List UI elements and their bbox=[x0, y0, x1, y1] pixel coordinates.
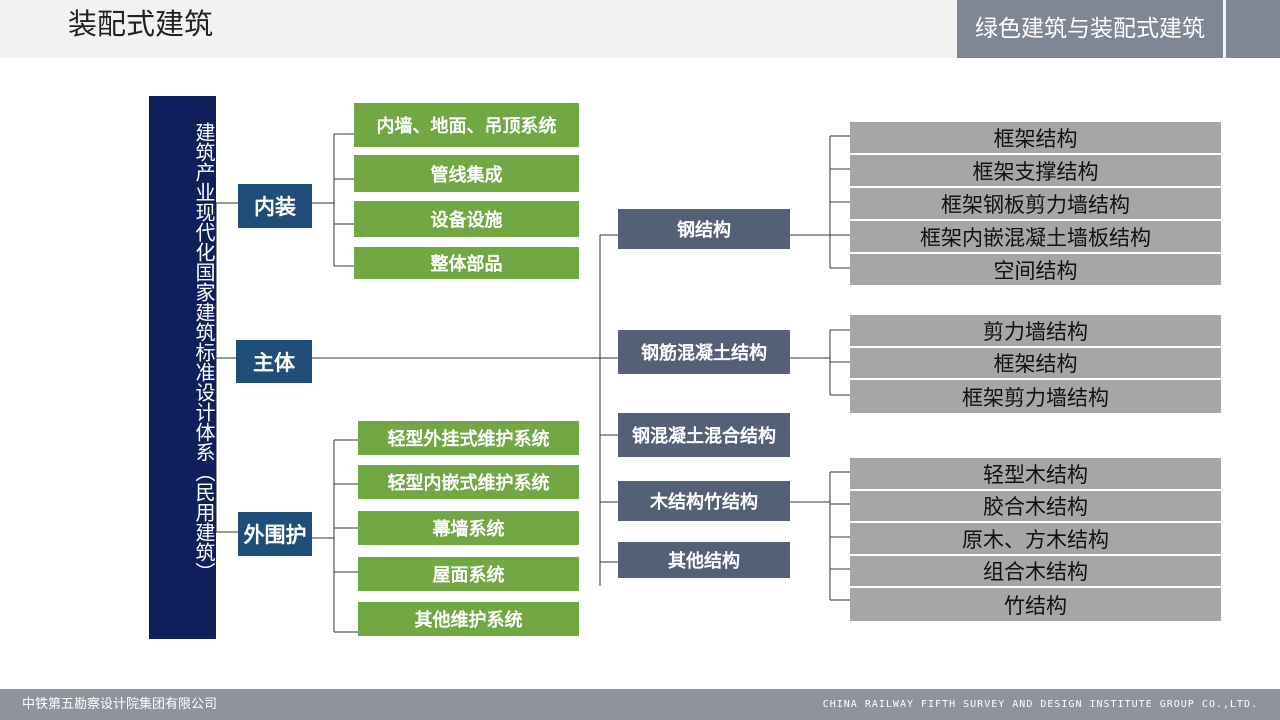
envelope-item: 轻型外挂式维护系统 bbox=[358, 421, 579, 455]
header-bar: 装配式建筑 绿色建筑与装配式建筑 bbox=[0, 0, 1280, 58]
steel-subtype: 框架内嵌混凝土墙板结构 bbox=[850, 221, 1221, 254]
timber-subtype: 竹结构 bbox=[850, 588, 1221, 623]
root-node: 建筑产业现代化国家建筑标准设计体系（民用建筑） bbox=[149, 96, 216, 639]
envelope-item: 轻型内嵌式维护系统 bbox=[358, 465, 579, 499]
footer-company-name: 中铁第五勘察设计院集团有限公司 bbox=[22, 697, 218, 712]
interior-item: 管线集成 bbox=[354, 155, 579, 192]
category-main-body: 主体 bbox=[236, 340, 312, 383]
timber-subtype: 组合木结构 bbox=[850, 556, 1221, 588]
page-title: 装配式建筑 bbox=[68, 7, 214, 41]
structure-type-composite: 钢混凝土混合结构 bbox=[618, 413, 790, 457]
envelope-item: 其他维护系统 bbox=[358, 602, 579, 636]
concrete-subtype: 剪力墙结构 bbox=[850, 315, 1221, 348]
envelope-item: 屋面系统 bbox=[358, 557, 579, 591]
category-interior: 内装 bbox=[238, 184, 312, 228]
root-label: 建筑产业现代化国家建筑标准设计体系（民用建筑） bbox=[192, 122, 216, 582]
structure-type-other: 其他结构 bbox=[618, 542, 790, 578]
interior-item: 整体部品 bbox=[354, 247, 579, 279]
steel-subtype: 框架支撑结构 bbox=[850, 155, 1221, 188]
steel-subtype: 框架钢板剪力墙结构 bbox=[850, 188, 1221, 221]
structure-type-timber: 木结构竹结构 bbox=[618, 481, 790, 521]
concrete-subtype: 框架结构 bbox=[850, 348, 1221, 380]
interior-item: 内墙、地面、吊顶系统 bbox=[354, 103, 579, 147]
timber-subtype: 原木、方木结构 bbox=[850, 523, 1221, 556]
structure-type-steel: 钢结构 bbox=[618, 209, 790, 249]
steel-subtype: 框架结构 bbox=[850, 122, 1221, 155]
steel-subtype: 空间结构 bbox=[850, 254, 1221, 287]
section-tab[interactable]: 绿色建筑与装配式建筑 bbox=[957, 0, 1223, 58]
footer-bar: 中铁第五勘察设计院集团有限公司 CHINA RAILWAY FIFTH SURV… bbox=[0, 689, 1280, 720]
timber-subtype: 胶合木结构 bbox=[850, 491, 1221, 523]
concrete-subtype: 框架剪力墙结构 bbox=[850, 380, 1221, 415]
category-envelope: 外围护 bbox=[238, 512, 312, 556]
structure-type-concrete: 钢筋混凝土结构 bbox=[618, 330, 790, 374]
envelope-item: 幕墙系统 bbox=[358, 511, 579, 545]
interior-item: 设备设施 bbox=[354, 201, 579, 237]
timber-subtype: 轻型木结构 bbox=[850, 458, 1221, 491]
footer-company-name-en: CHINA RAILWAY FIFTH SURVEY AND DESIGN IN… bbox=[822, 699, 1258, 710]
corner-tab bbox=[1226, 0, 1280, 58]
